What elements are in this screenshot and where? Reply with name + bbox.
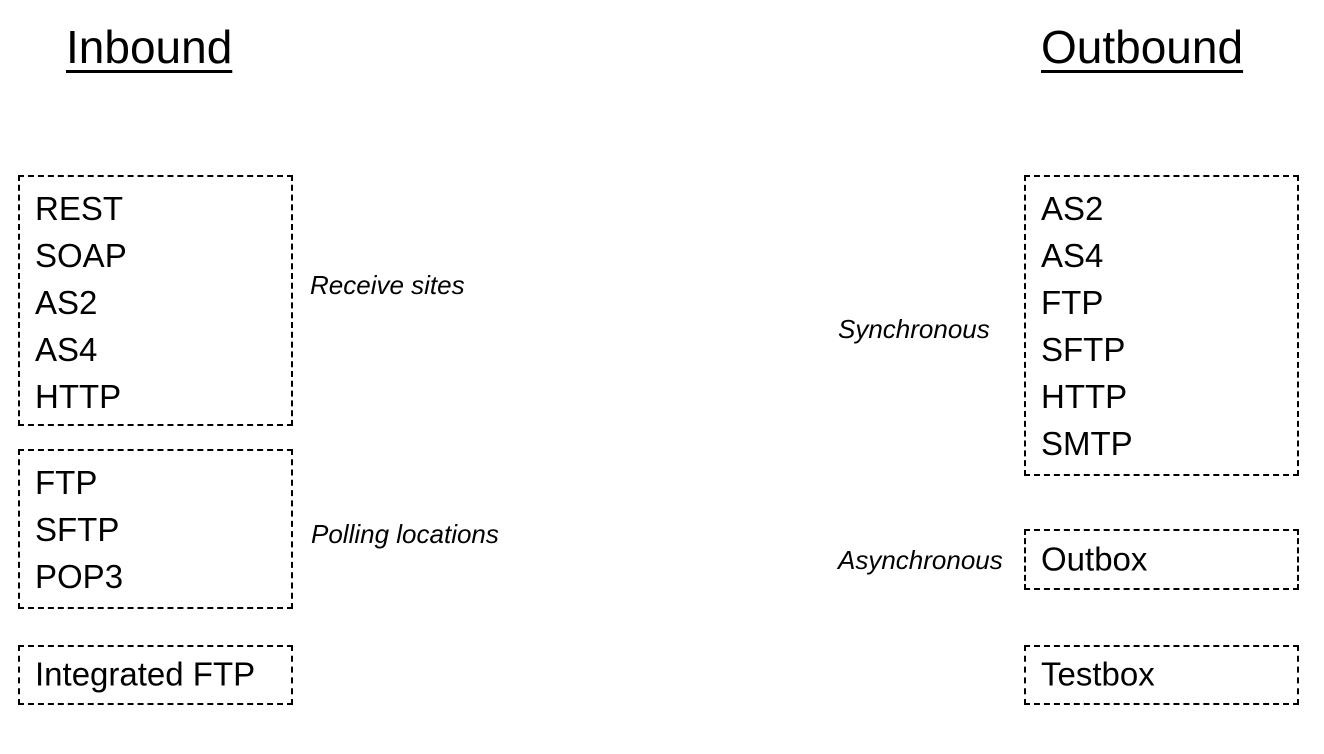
- list-item: AS4: [1041, 237, 1104, 274]
- inbound-polling-locations-list: FTP SFTP POP3: [35, 459, 287, 600]
- outbound-outbox-label: Outbox: [1041, 540, 1148, 578]
- list-item: REST: [35, 190, 124, 227]
- list-item: FTP: [35, 464, 98, 501]
- outbound-testbox-box: Testbox: [1024, 645, 1299, 705]
- inbound-integrated-ftp-label: Integrated FTP: [35, 655, 256, 693]
- list-item: SFTP: [1041, 331, 1126, 368]
- outbound-outbox-box: Outbox: [1024, 529, 1299, 590]
- list-item: AS2: [35, 284, 98, 321]
- annotation-asynchronous: Asynchronous: [838, 545, 1003, 575]
- list-item: AS2: [1041, 190, 1104, 227]
- list-item: FTP: [1041, 284, 1104, 321]
- outbound-synchronous-list: AS2 AS4 FTP SFTP HTTP SMTP: [1041, 185, 1293, 467]
- list-item: POP3: [35, 558, 124, 595]
- annotation-receive-sites: Receive sites: [310, 270, 465, 300]
- list-item: SOAP: [35, 237, 127, 274]
- annotation-polling-locations: Polling locations: [311, 519, 499, 549]
- list-item: SMTP: [1041, 425, 1133, 462]
- inbound-receive-sites-list: REST SOAP AS2 AS4 HTTP: [35, 185, 287, 420]
- list-item: HTTP: [35, 378, 122, 415]
- column-title-inbound: Inbound: [66, 21, 233, 73]
- list-item: SFTP: [35, 511, 120, 548]
- outbound-testbox-label: Testbox: [1041, 655, 1155, 693]
- annotation-synchronous: Synchronous: [838, 314, 990, 344]
- list-item: AS4: [35, 331, 98, 368]
- inbound-polling-locations-box: FTP SFTP POP3: [18, 449, 293, 609]
- outbound-synchronous-box: AS2 AS4 FTP SFTP HTTP SMTP: [1024, 175, 1299, 476]
- inbound-receive-sites-box: REST SOAP AS2 AS4 HTTP: [18, 175, 293, 426]
- column-title-outbound: Outbound: [1041, 21, 1244, 73]
- list-item: HTTP: [1041, 378, 1128, 415]
- inbound-integrated-ftp-box: Integrated FTP: [18, 645, 293, 705]
